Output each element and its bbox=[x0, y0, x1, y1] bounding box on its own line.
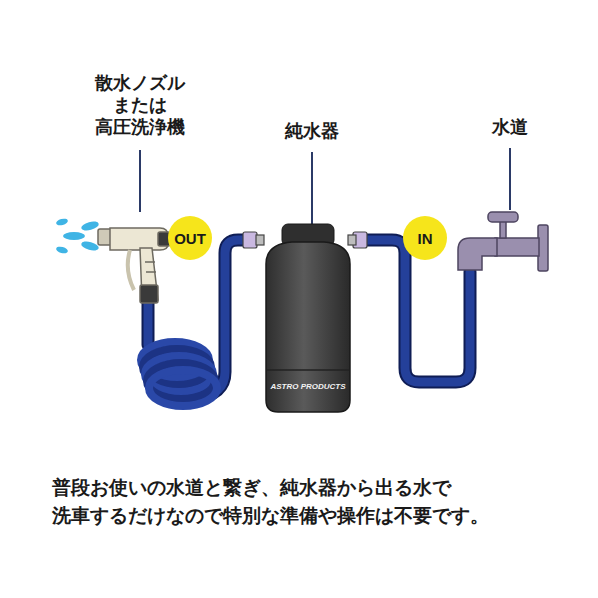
leader-lines bbox=[140, 148, 510, 224]
out-port-badge: OUT bbox=[168, 216, 212, 260]
faucet-label: 水道 bbox=[470, 116, 550, 138]
caption: 普段お使いの水道と繋ぎ、純水器から出る水で 洗車するだけなので特別な準備や操作は… bbox=[52, 474, 552, 529]
port-label: IN bbox=[418, 230, 433, 247]
water-faucet bbox=[458, 212, 548, 271]
purifier-label: 純水器 bbox=[262, 120, 362, 142]
water-purifier-tank: ASTRO PRODUCTS bbox=[262, 220, 354, 415]
spray-nozzle bbox=[98, 228, 170, 303]
water-spray bbox=[55, 218, 99, 255]
in-port-badge: IN bbox=[403, 216, 447, 260]
port-label: OUT bbox=[174, 230, 206, 247]
nozzle-label: 散水ノズル または 高圧洗浄機 bbox=[85, 72, 195, 138]
brand-text: ASTRO PRODUCTS bbox=[262, 382, 354, 391]
